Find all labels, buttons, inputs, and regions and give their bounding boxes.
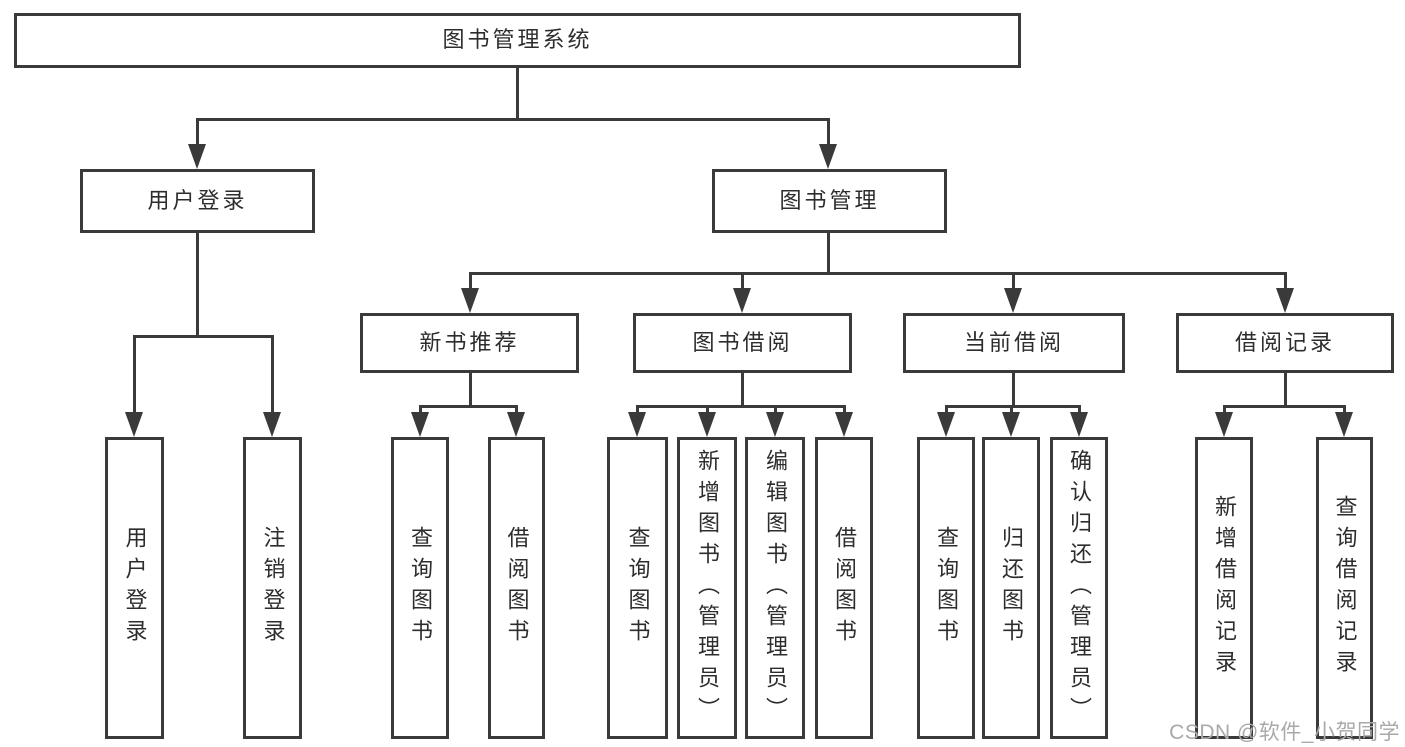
node-new-book-recommend: 新书推荐 xyxy=(360,313,579,373)
connector-drop xyxy=(195,118,199,151)
node-borrowing-records: 借阅记录 xyxy=(1176,313,1394,373)
node-add-borrowing-record: 新增借阅记录 xyxy=(1195,437,1253,739)
arrowhead-down-icon xyxy=(1276,288,1294,313)
arrowhead-down-icon xyxy=(411,412,429,437)
connector-bar xyxy=(635,405,846,408)
node-book-borrowing: 图书借阅 xyxy=(633,313,852,373)
node-query-books-a: 查询图书 xyxy=(391,437,449,739)
node-book-management-branch: 图书管理 xyxy=(712,169,947,233)
node-add-books-admin: 新增图书（管理员） xyxy=(677,437,737,739)
arrowhead-down-icon xyxy=(263,412,281,437)
arrowhead-down-icon xyxy=(835,412,853,437)
node-root: 图书管理系统 xyxy=(14,13,1021,68)
node-return-books: 归还图书 xyxy=(982,437,1040,739)
arrowhead-down-icon xyxy=(125,412,143,437)
node-query-books-c: 查询图书 xyxy=(917,437,975,739)
node-current-borrowing: 当前借阅 xyxy=(903,313,1125,373)
arrowhead-down-icon xyxy=(1002,412,1020,437)
connector-bar xyxy=(468,272,1287,275)
arrowhead-down-icon xyxy=(1070,412,1088,437)
arrowhead-down-icon xyxy=(507,412,525,437)
connector-trunk xyxy=(740,373,744,408)
arrowhead-down-icon xyxy=(188,144,206,169)
arrowhead-down-icon xyxy=(733,288,751,313)
connector-trunk xyxy=(468,373,472,408)
connector-drop xyxy=(1283,272,1287,295)
connector-drop xyxy=(1011,272,1015,295)
connector-bar xyxy=(132,335,274,338)
node-user-login: 用户登录 xyxy=(105,437,164,739)
node-query-borrowing-record: 查询借阅记录 xyxy=(1316,437,1373,739)
connector-bar xyxy=(1222,405,1346,408)
connector-trunk xyxy=(195,233,199,338)
node-user-login-branch: 用户登录 xyxy=(80,169,315,233)
connector-drop xyxy=(270,335,274,419)
arrowhead-down-icon xyxy=(698,412,716,437)
connector-bar xyxy=(944,405,1081,408)
node-borrow-books-a: 借阅图书 xyxy=(488,437,545,739)
arrowhead-down-icon xyxy=(766,412,784,437)
arrowhead-down-icon xyxy=(937,412,955,437)
connector-trunk xyxy=(1011,373,1015,408)
connector-bar xyxy=(195,118,830,121)
arrowhead-down-icon xyxy=(1335,412,1353,437)
connector-drop xyxy=(468,272,472,295)
connector-trunk xyxy=(826,233,830,275)
connector-bar xyxy=(418,405,518,408)
arrowhead-down-icon xyxy=(461,288,479,313)
node-confirm-return-admin: 确认归还（管理员） xyxy=(1050,437,1108,739)
arrowhead-down-icon xyxy=(819,144,837,169)
connector-drop xyxy=(740,272,744,295)
connector-trunk xyxy=(515,68,519,121)
arrowhead-down-icon xyxy=(1215,412,1233,437)
node-logout-login: 注销登录 xyxy=(243,437,302,739)
arrowhead-down-icon xyxy=(628,412,646,437)
connector-trunk xyxy=(1283,373,1287,408)
watermark: CSDN @软件_小贺同学 xyxy=(1169,721,1400,744)
arrowhead-down-icon xyxy=(1004,288,1022,313)
node-edit-books-admin: 编辑图书（管理员） xyxy=(745,437,805,739)
node-borrow-books-b: 借阅图书 xyxy=(815,437,873,739)
connector-drop xyxy=(132,335,136,419)
connector-drop xyxy=(826,118,830,151)
node-query-books-b: 查询图书 xyxy=(607,437,668,739)
